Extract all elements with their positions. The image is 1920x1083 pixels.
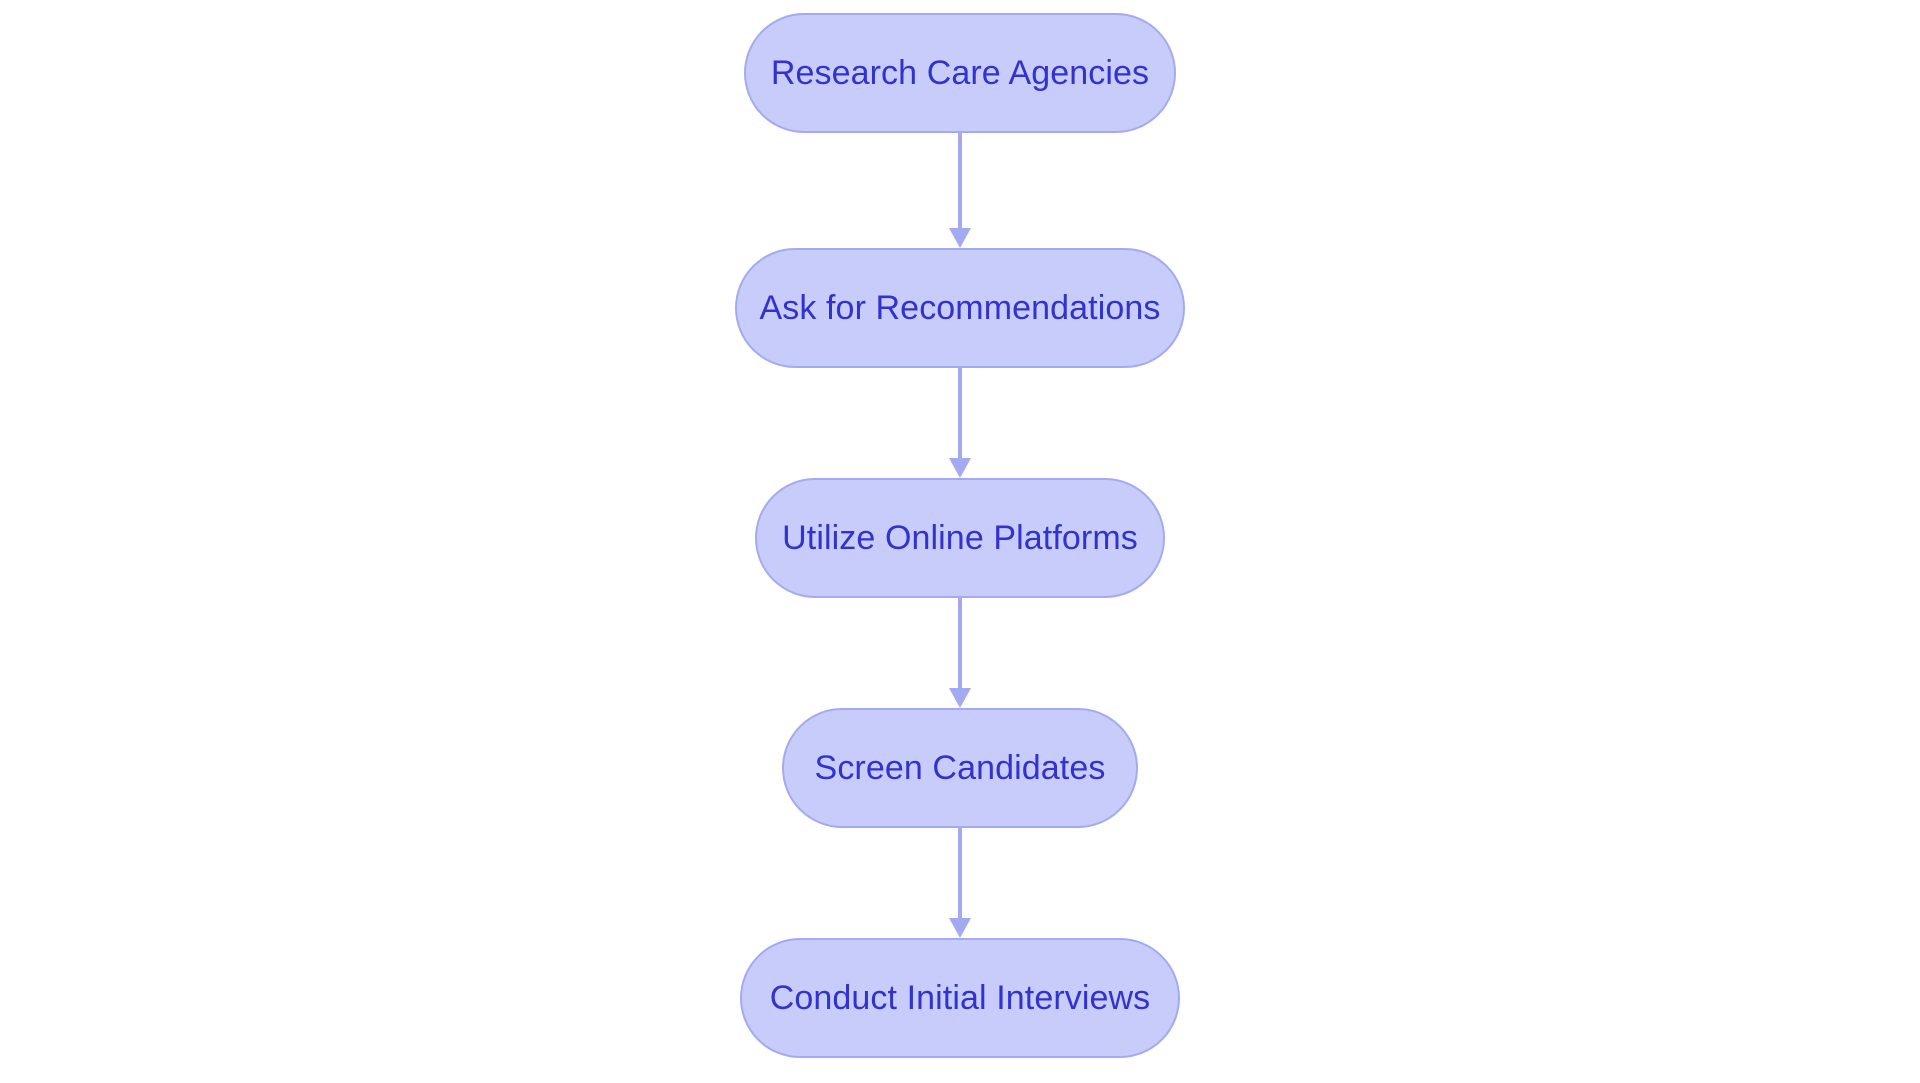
flow-edge-node-3-to-node-4 [948, 598, 972, 708]
flow-edge-node-4-to-node-5 [948, 828, 972, 938]
flow-node-label: Screen Candidates [814, 749, 1106, 787]
flow-node-label: Utilize Online Platforms [782, 519, 1138, 557]
flow-node-ask-for-recommendations[interactable]: Ask for Recommendations [735, 248, 1185, 368]
edge-line [958, 368, 962, 458]
arrowhead-down-icon [949, 458, 971, 478]
flow-edge-node-1-to-node-2 [948, 133, 972, 248]
flow-node-label: Ask for Recommendations [759, 289, 1161, 327]
flow-node-utilize-online-platforms[interactable]: Utilize Online Platforms [755, 478, 1165, 598]
flow-node-label: Research Care Agencies [770, 54, 1150, 92]
arrowhead-down-icon [949, 918, 971, 938]
edge-line [958, 828, 962, 918]
flow-node-screen-candidates[interactable]: Screen Candidates [782, 708, 1138, 828]
edge-line [958, 598, 962, 688]
flow-node-label: Conduct Initial Interviews [769, 979, 1151, 1017]
edge-line [958, 133, 962, 228]
arrowhead-down-icon [949, 688, 971, 708]
flow-edge-node-2-to-node-3 [948, 368, 972, 478]
flow-node-research-care-agencies[interactable]: Research Care Agencies [744, 13, 1176, 133]
arrowhead-down-icon [949, 228, 971, 248]
flow-node-conduct-initial-interviews[interactable]: Conduct Initial Interviews [740, 938, 1180, 1058]
